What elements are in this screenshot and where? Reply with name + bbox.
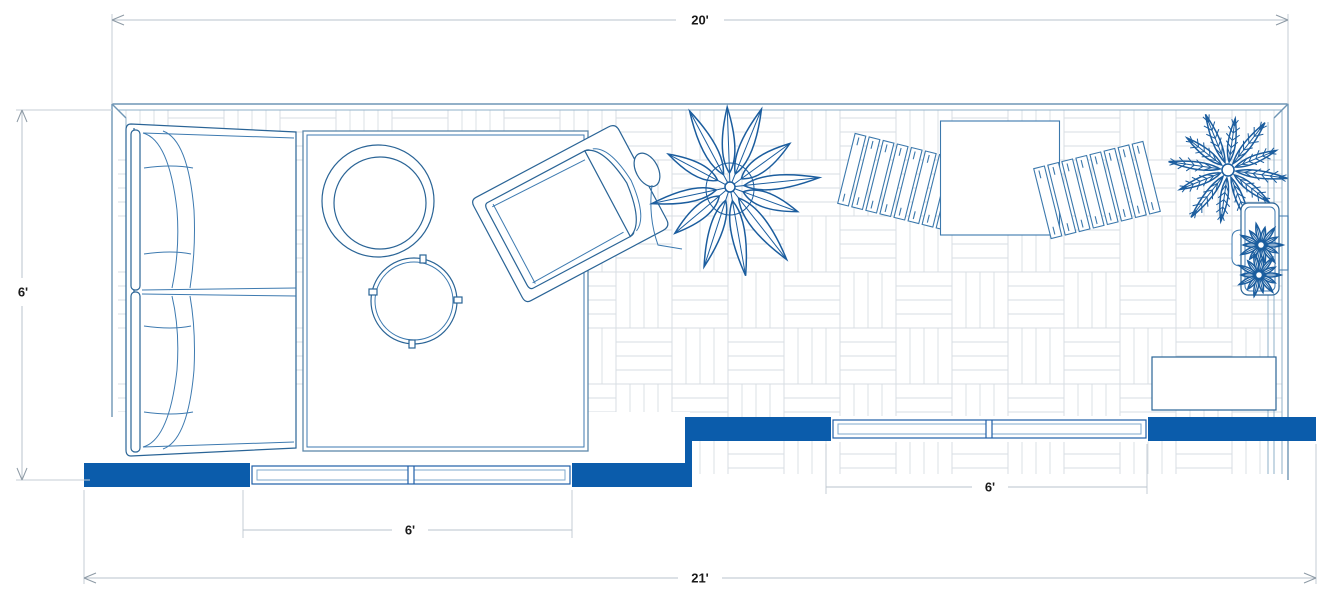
rectangular-planter-box[interactable]	[1231, 202, 1289, 299]
dimension-label-door-right: 6'	[985, 479, 995, 494]
sliding-glass-door-left[interactable]	[250, 462, 572, 488]
round-side-table[interactable]	[368, 254, 463, 349]
slatted-lounger-left[interactable]	[837, 132, 965, 232]
lounge-armchair[interactable]	[471, 115, 686, 303]
dimension-label-overall-top: 20'	[691, 12, 709, 27]
slatted-lounger-right[interactable]	[1033, 140, 1161, 240]
dimension-label-overall-bottom: 21'	[691, 570, 709, 585]
dimension-label-overall-left: 6'	[18, 284, 28, 299]
dimension-overall-left: 6'	[16, 109, 112, 481]
sliding-glass-door-right[interactable]	[831, 416, 1148, 442]
dimension-annotations: 20' 6' 6' 6'	[16, 12, 1317, 585]
round-coffee-table[interactable]	[321, 144, 435, 258]
dimension-door-left: 6'	[242, 490, 573, 538]
leafy-floor-plant[interactable]	[648, 104, 823, 277]
two-seat-sofa[interactable]	[125, 123, 297, 457]
dimension-label-door-left: 6'	[405, 522, 415, 537]
palm-floor-plant[interactable]	[1168, 112, 1289, 228]
low-side-table[interactable]	[1151, 356, 1277, 411]
dimension-overall-bottom: 21'	[83, 444, 1317, 585]
dimension-overall-top: 20'	[111, 12, 1289, 104]
dimension-door-right: 6'	[825, 444, 1148, 494]
